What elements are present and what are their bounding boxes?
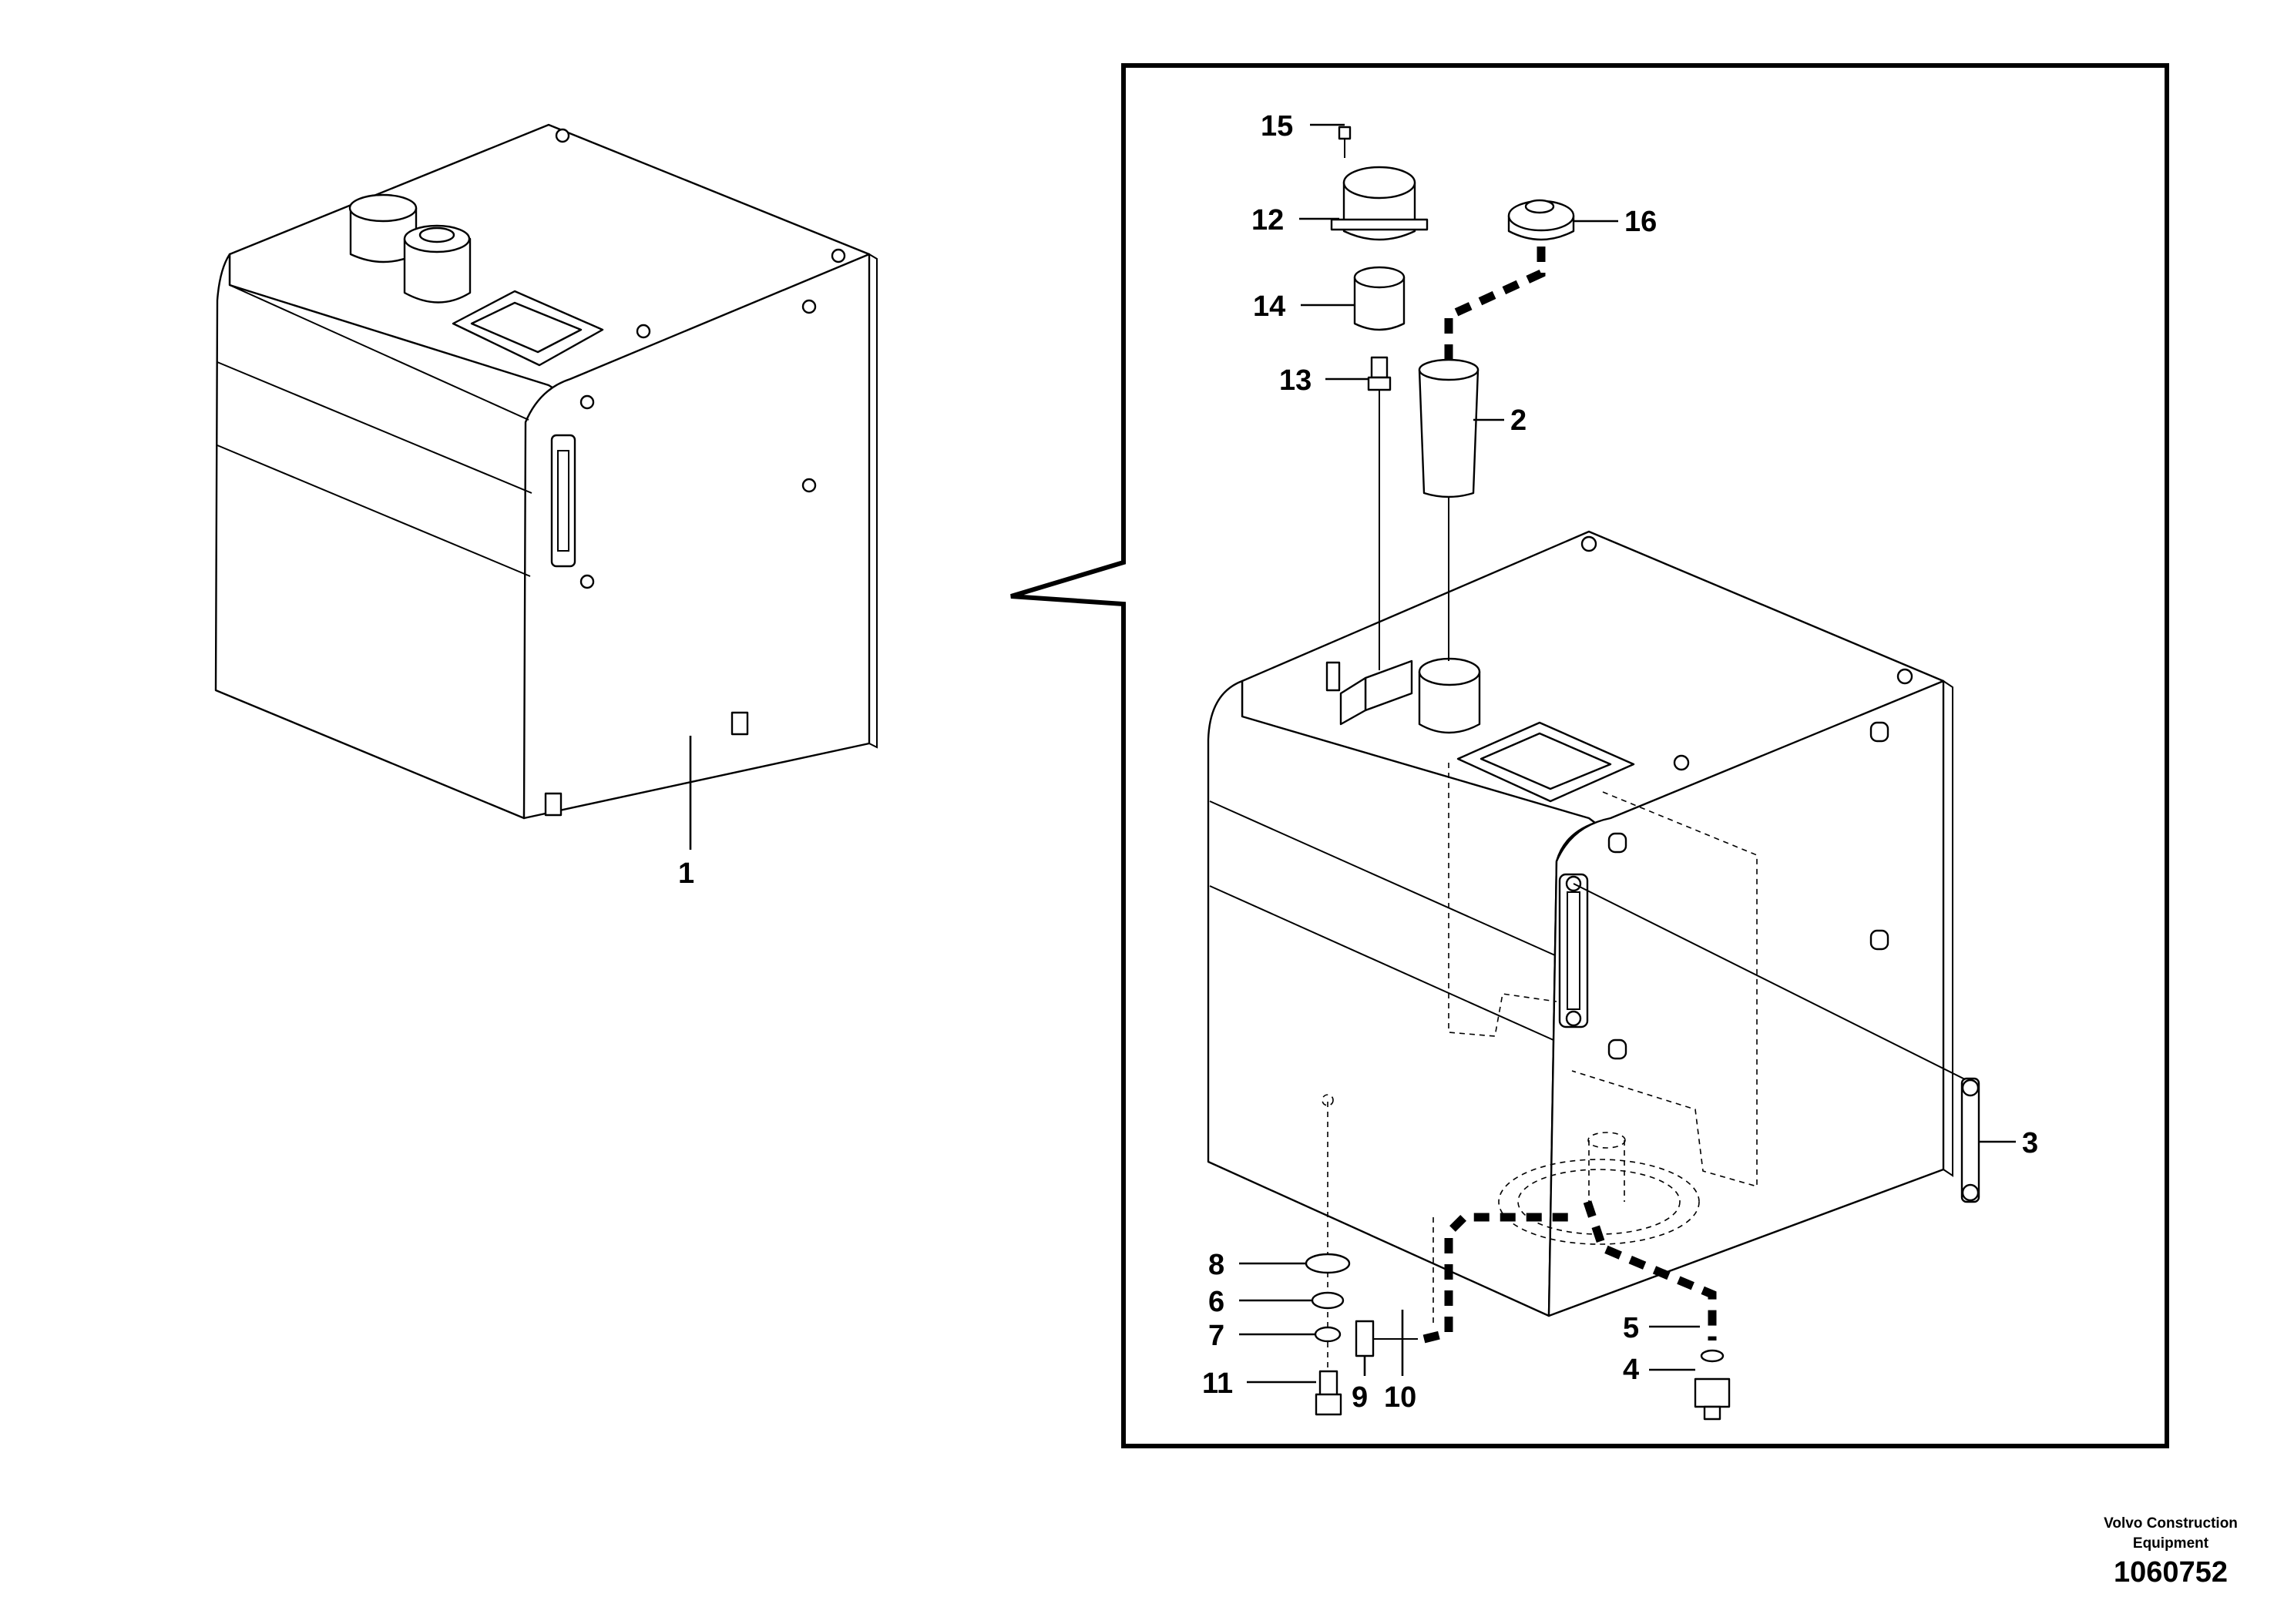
callout-10: 10 — [1384, 1381, 1416, 1414]
callout-16: 16 — [1624, 206, 1657, 238]
callout-labels: 1 2 3 4 5 6 7 8 9 10 11 12 13 14 15 16 — [678, 110, 2038, 1414]
callout-4: 4 — [1623, 1354, 1639, 1386]
tank-exploded-view — [1207, 126, 1980, 1421]
callout-15: 15 — [1261, 110, 1293, 143]
tank-assembly-overview — [214, 123, 878, 850]
callout-3: 3 — [2022, 1127, 2038, 1159]
brand-line-1: Volvo Construction — [2104, 1515, 2238, 1532]
callout-11: 11 — [1202, 1367, 1233, 1400]
callout-8: 8 — [1208, 1249, 1224, 1281]
callout-12: 12 — [1251, 204, 1284, 237]
callout-6: 6 — [1208, 1286, 1224, 1318]
callout-13: 13 — [1279, 364, 1312, 397]
callout-14: 14 — [1253, 290, 1285, 323]
detail-view-frame — [1010, 63, 2169, 1448]
callout-9: 9 — [1352, 1381, 1368, 1414]
callout-2: 2 — [1510, 404, 1527, 437]
callout-1: 1 — [678, 857, 694, 890]
leader-lines — [1239, 123, 2016, 1384]
callout-5: 5 — [1623, 1312, 1639, 1344]
figure-number: 1060752 — [2114, 1556, 2228, 1589]
callout-7: 7 — [1208, 1320, 1224, 1352]
brand-label: Volvo Construction Equipment — [2086, 1514, 2255, 1554]
brand-line-2: Equipment — [2132, 1535, 2209, 1552]
